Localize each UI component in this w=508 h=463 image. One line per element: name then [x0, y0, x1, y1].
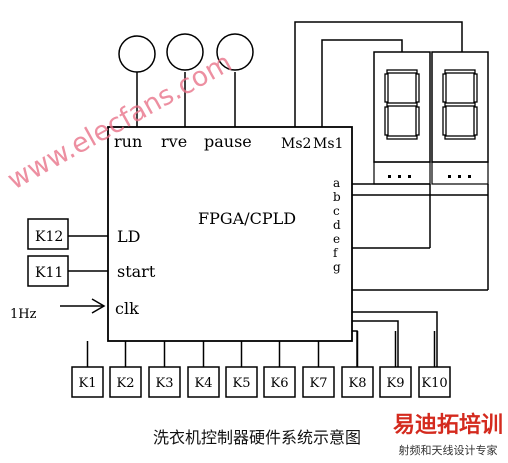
seg-pin-f: f [333, 246, 339, 260]
key-k9-label: K9 [387, 376, 405, 391]
seven-segment-displays [373, 51, 489, 185]
left-inputs [27, 218, 108, 314]
pin-ms1-label: Ms1 [313, 136, 343, 152]
labels: run rve pause Ms2 Ms1 FPGA/CPLD a b c d … [10, 132, 343, 322]
wire-right-feeder [352, 330, 358, 367]
wire-ms1 [321, 39, 403, 127]
key-k7-label: K7 [310, 376, 328, 391]
clk-arrow-head-icon [91, 298, 106, 314]
logo-main-text: 易迪拓培训 [393, 412, 503, 438]
key-k10[interactable] [418, 366, 451, 398]
seg-pin-g: g [333, 260, 341, 274]
key-k8-label: K8 [349, 376, 367, 391]
key-k12-label: K12 [35, 229, 63, 245]
seven-segment-display-left [373, 51, 431, 163]
key-k11[interactable] [27, 255, 69, 287]
pin-ld-label: LD [117, 227, 140, 246]
logo-sub-text: 射频和天线设计专家 [399, 443, 498, 457]
key-k11-label: K11 [35, 265, 63, 281]
led-run-icon [118, 35, 156, 73]
pin-clk-label: clk [115, 299, 139, 318]
led-group [118, 33, 254, 127]
key-k1[interactable] [71, 366, 104, 398]
key-k2-label: K2 [117, 376, 135, 391]
key-k5[interactable] [225, 366, 258, 398]
wire-ms2 [294, 21, 463, 127]
diagram-caption: 洗衣机控制器硬件系统示意图 [153, 428, 361, 447]
led-pause-icon [216, 33, 254, 71]
wire-right-feeder [352, 311, 438, 367]
display-base-right [431, 161, 489, 185]
digit-left-icon [384, 69, 420, 140]
pin-ms2-label: Ms2 [281, 136, 311, 152]
seg-pin-e: e [333, 232, 340, 246]
key-k8[interactable] [341, 366, 374, 398]
display-wires [294, 21, 489, 291]
pin-rve-label: rve [161, 132, 187, 151]
seg-pin-c: c [333, 204, 340, 218]
bottom-keys: K1 K2 K3 K4 K5 K6 K7 K8 K9 K10 [71, 311, 451, 398]
key-k6-label: K6 [271, 376, 289, 391]
pin-run-label: run [114, 132, 142, 151]
logo: 易迪拓培训 射频和天线设计专家 [393, 412, 503, 457]
key-k10-label: K10 [421, 376, 447, 391]
led-rve-icon [166, 33, 204, 71]
key-k4-label: K4 [195, 376, 213, 391]
display-pin-dots [388, 175, 471, 178]
seg-pin-a: a [333, 176, 340, 190]
display-base-left [373, 161, 431, 185]
key-k12[interactable] [27, 218, 69, 250]
seven-segment-display-right [431, 51, 489, 163]
chip-title: FPGA/CPLD [198, 209, 296, 228]
digit-right-icon [442, 69, 478, 140]
key-k9[interactable] [379, 366, 412, 398]
clock-frequency-label: 1Hz [10, 307, 37, 322]
key-k3-label: K3 [156, 376, 174, 391]
wire-right-feeder [352, 320, 399, 367]
key-k1-label: K1 [79, 376, 97, 391]
pin-pause-label: pause [204, 132, 252, 151]
seg-pin-d: d [333, 218, 341, 232]
pin-start-label: start [117, 262, 156, 281]
key-k4[interactable] [187, 366, 220, 398]
key-k5-label: K5 [233, 376, 251, 391]
chip-body [107, 126, 353, 342]
seg-pin-b: b [333, 190, 341, 204]
